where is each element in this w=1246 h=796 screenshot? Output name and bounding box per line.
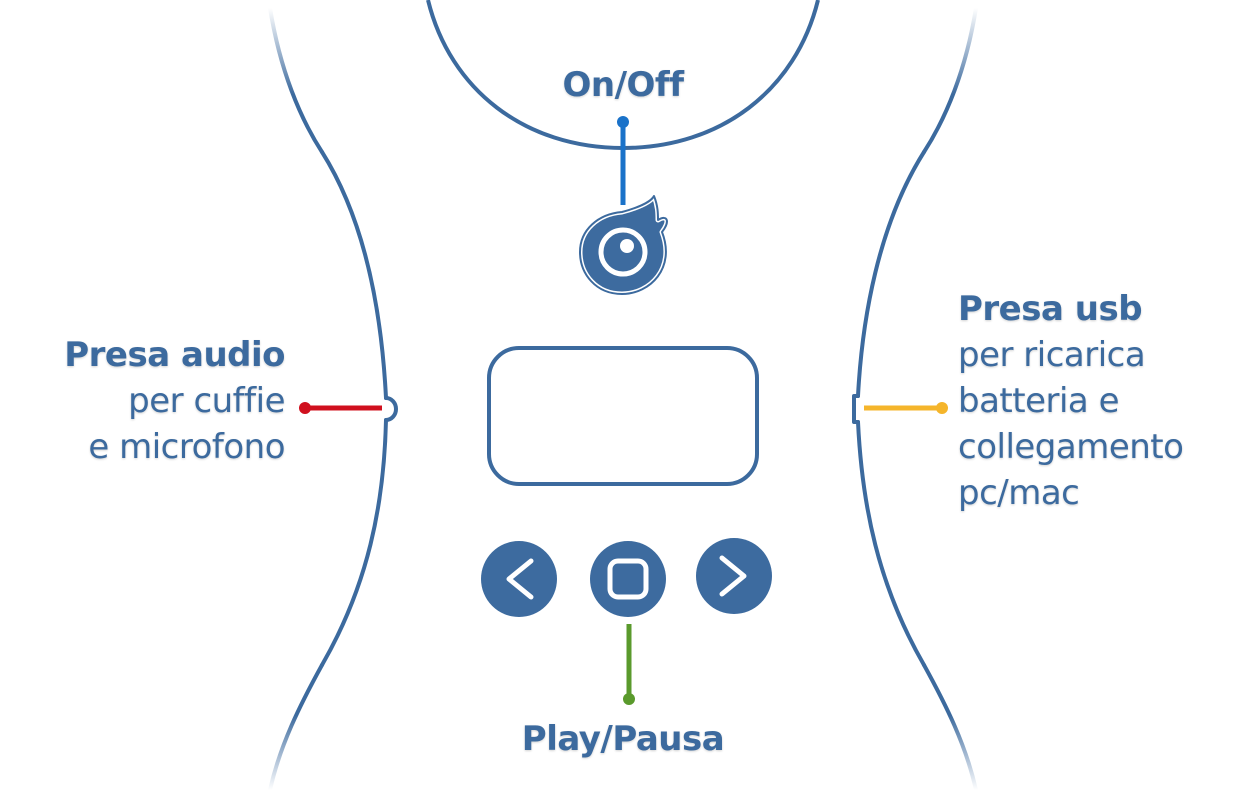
audio-jack-title: Presa audio bbox=[64, 335, 285, 375]
usb-port-line-1: per ricarica bbox=[958, 335, 1146, 375]
audio-jack-line-1: per cuffie bbox=[128, 381, 285, 421]
power-button[interactable] bbox=[577, 193, 670, 297]
play-pause-button[interactable] bbox=[590, 541, 666, 617]
display-screen bbox=[487, 346, 759, 486]
usb-port-notch bbox=[852, 394, 860, 424]
audio-jack-line-2: e microfono bbox=[88, 427, 285, 467]
chevron-right-icon bbox=[719, 555, 747, 597]
audio-connector bbox=[299, 402, 382, 414]
audio-jack-label: Presa audio per cuffie e microfono bbox=[20, 332, 285, 470]
next-button[interactable] bbox=[696, 538, 772, 614]
chevron-left-icon bbox=[506, 558, 534, 600]
usb-connector bbox=[864, 402, 948, 414]
on-off-label-text: On/Off bbox=[562, 65, 684, 105]
on-off-label: On/Off bbox=[480, 62, 766, 108]
usb-port-line-2: batteria e bbox=[958, 381, 1119, 421]
body-edge-right bbox=[852, 6, 978, 792]
usb-port-line-4: pc/mac bbox=[958, 473, 1080, 513]
body-edge-left bbox=[268, 6, 398, 792]
play-pause-label: Play/Pausa bbox=[472, 716, 774, 762]
square-icon bbox=[607, 558, 649, 600]
usb-port-label: Presa usb per ricarica batteria e colleg… bbox=[958, 286, 1238, 516]
owl-logo-icon bbox=[577, 193, 670, 297]
on-off-connector bbox=[617, 116, 629, 205]
usb-port-title: Presa usb bbox=[958, 289, 1143, 329]
play-pause-label-text: Play/Pausa bbox=[521, 719, 725, 759]
usb-port-line-3: collegamento bbox=[958, 427, 1184, 467]
audio-jack-notch bbox=[384, 396, 398, 422]
play-pause-connector bbox=[623, 624, 635, 705]
prev-button[interactable] bbox=[481, 541, 557, 617]
